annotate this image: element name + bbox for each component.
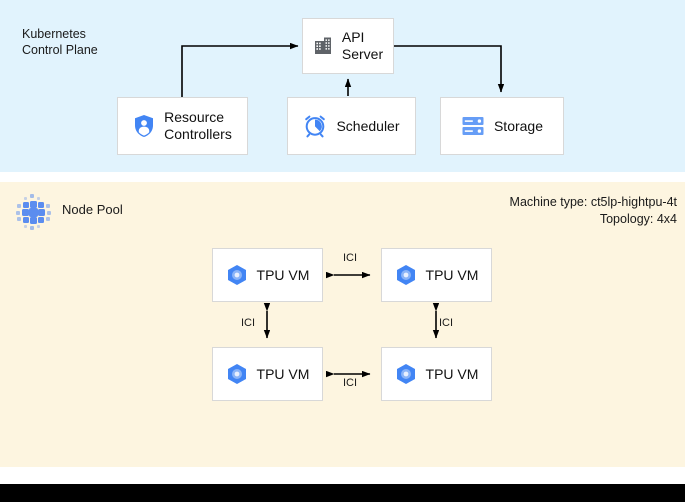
machine-info-block: Machine type: ct5lp-hightpu-4t Topology:… xyxy=(510,194,677,228)
tpu-vm-box[interactable]: TPU VM xyxy=(212,248,323,302)
tpu-hex-icon xyxy=(227,265,246,285)
tpu-vm-box[interactable]: TPU VM xyxy=(381,248,492,302)
storage-box[interactable]: Storage xyxy=(440,97,564,155)
node-pool-panel xyxy=(0,182,685,467)
machine-type-text: Machine type: ct5lp-hightpu-4t xyxy=(509,195,677,209)
tpu-vm-box[interactable]: TPU VM xyxy=(212,347,323,401)
control-plane-title: Kubernetes Control Plane xyxy=(22,27,98,57)
shield-user-icon xyxy=(135,115,154,137)
resource-controllers-label: Resource Controllers xyxy=(164,109,232,142)
ici-label: ICI xyxy=(343,377,358,389)
api-server-box[interactable]: API Server xyxy=(302,18,394,74)
alarm-clock-icon xyxy=(305,115,326,138)
scheduler-label: Scheduler xyxy=(336,117,400,134)
tpu-vm-label: TPU VM xyxy=(256,266,310,283)
resource-controllers-box[interactable]: Resource Controllers xyxy=(117,97,248,155)
tpu-hex-icon xyxy=(396,364,415,384)
scheduler-box[interactable]: Scheduler xyxy=(287,97,416,155)
topology-text: Topology: 4x4 xyxy=(599,212,677,226)
tpu-vm-label: TPU VM xyxy=(425,266,479,283)
server-rack-icon xyxy=(462,117,484,135)
api-server-label: API Server xyxy=(341,29,384,62)
bottom-bar xyxy=(0,484,685,502)
ici-label: ICI xyxy=(343,252,358,264)
tpu-hex-icon xyxy=(396,265,415,285)
ici-label: ICI xyxy=(439,317,454,329)
node-pool-label: Node Pool xyxy=(62,202,123,217)
tpu-vm-box[interactable]: TPU VM xyxy=(381,347,492,401)
tpu-vm-label: TPU VM xyxy=(425,365,479,382)
storage-label: Storage xyxy=(493,117,544,134)
building-icon xyxy=(314,37,331,54)
tpu-hex-icon xyxy=(227,364,246,384)
node-pool-dots-icon xyxy=(16,194,51,230)
ici-label: ICI xyxy=(241,317,256,329)
tpu-vm-label: TPU VM xyxy=(256,365,310,382)
